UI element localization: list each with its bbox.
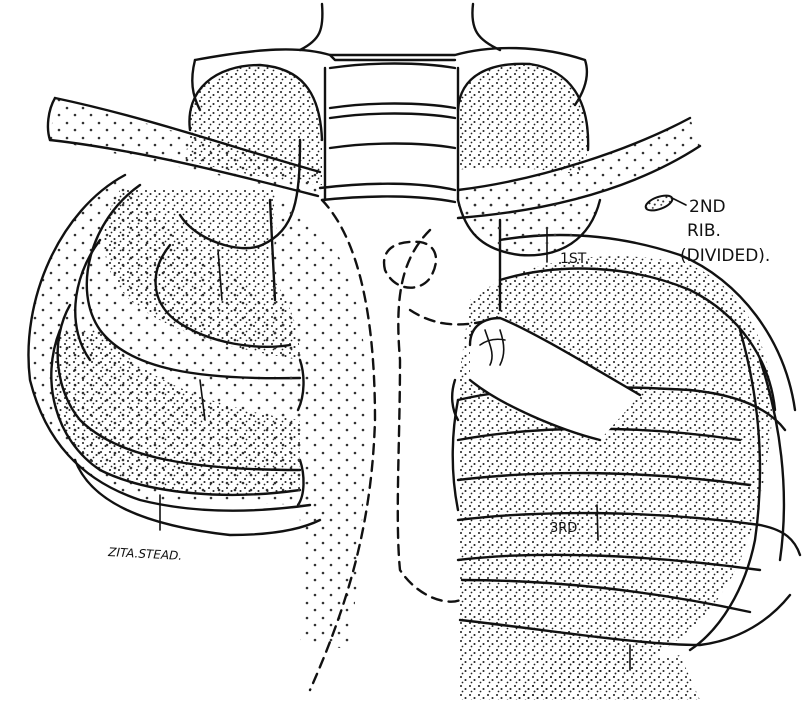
label-2nd-rib-line1: 2ND bbox=[689, 197, 726, 217]
label-2nd-rib-line2: RIB. bbox=[687, 221, 721, 241]
neck-outline bbox=[300, 4, 500, 50]
vertebral-column bbox=[320, 64, 458, 203]
artist-signature: ZITA.STEAD. bbox=[107, 545, 183, 563]
label-1st-rib: 1ST. bbox=[560, 251, 589, 267]
label-2nd-rib-line3: (DIVIDED). bbox=[680, 246, 770, 266]
label-3rd-rib: 3RD bbox=[550, 521, 577, 536]
right-first-rib bbox=[458, 200, 600, 255]
right-lung-apex bbox=[458, 64, 588, 175]
